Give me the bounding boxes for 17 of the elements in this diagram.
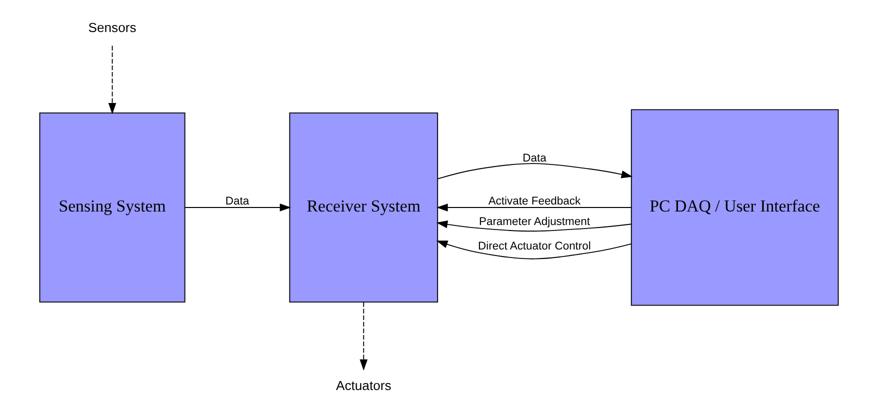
edge-label: Parameter Adjustment bbox=[478, 216, 590, 228]
edge-label: Activate Feedback bbox=[488, 195, 580, 208]
node-box: Sensing System bbox=[38, 112, 185, 303]
arrow bbox=[436, 163, 632, 180]
edge-label: Data bbox=[522, 152, 546, 164]
node-text: Sensors bbox=[88, 20, 136, 36]
arrow bbox=[359, 302, 368, 371]
edge-label: Data bbox=[224, 195, 249, 208]
arrow bbox=[184, 204, 291, 212]
edge-label: Direct Actuator Control bbox=[478, 240, 590, 252]
arrow bbox=[436, 240, 632, 260]
arrow bbox=[108, 45, 116, 114]
node-box: PC DAQ / User Interface bbox=[630, 109, 838, 306]
arrow bbox=[436, 220, 632, 232]
arrow bbox=[436, 204, 632, 212]
node-text: Actuators bbox=[335, 378, 391, 393]
node-box: Receiver System bbox=[288, 112, 438, 303]
